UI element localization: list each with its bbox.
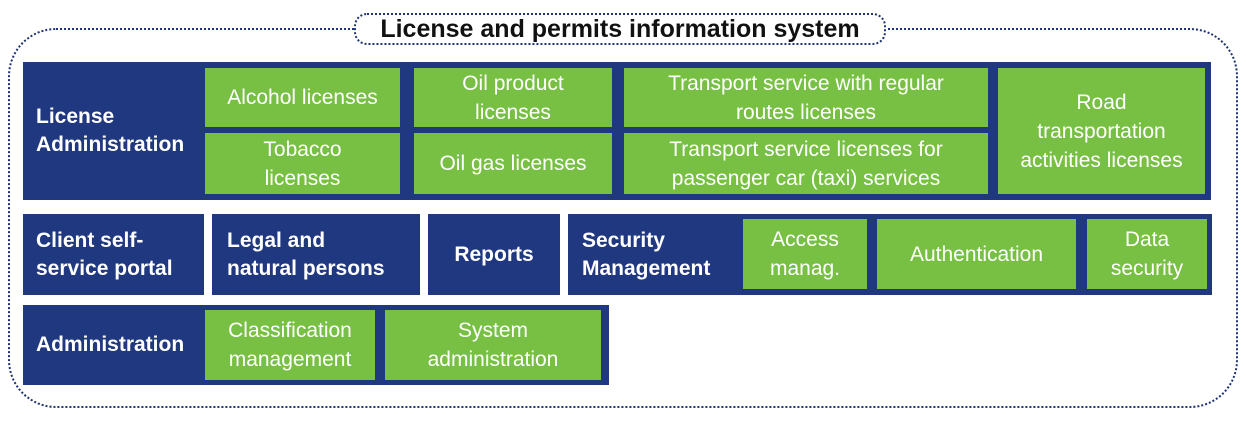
tobacco-licenses-box: Tobacco licenses bbox=[205, 133, 400, 194]
diagram-title: License and permits information system bbox=[354, 13, 886, 45]
oil-product-licenses-box: Oil product licenses bbox=[414, 68, 612, 127]
alcohol-licenses-box: Alcohol licenses bbox=[205, 68, 400, 127]
access-management-box: Access manag. bbox=[743, 219, 867, 289]
legal-natural-persons-box bbox=[212, 214, 420, 295]
license-administration-label: License Administration bbox=[36, 105, 185, 156]
transport-taxi-licenses-box: Transport service licenses for passenger… bbox=[624, 133, 988, 194]
client-portal-box bbox=[23, 214, 204, 295]
classification-management-box: Classification management bbox=[205, 310, 375, 380]
data-security-box: Data security bbox=[1087, 219, 1207, 289]
oil-gas-licenses-box: Oil gas licenses bbox=[414, 133, 612, 194]
system-administration-box: System administration bbox=[385, 310, 601, 380]
client-portal-label: Client self- service portal bbox=[36, 228, 173, 280]
transport-regular-routes-box: Transport service with regular routes li… bbox=[624, 68, 988, 127]
legal-natural-persons-label: Legal and natural persons bbox=[227, 228, 385, 280]
road-transportation-licenses-box: Road transportation activities licenses bbox=[998, 68, 1205, 194]
security-management-label: Security Management bbox=[582, 228, 711, 280]
administration-label: Administration bbox=[36, 333, 185, 356]
reports-label: Reports bbox=[454, 242, 534, 266]
reports-box bbox=[428, 214, 560, 295]
authentication-box: Authentication bbox=[877, 219, 1076, 289]
